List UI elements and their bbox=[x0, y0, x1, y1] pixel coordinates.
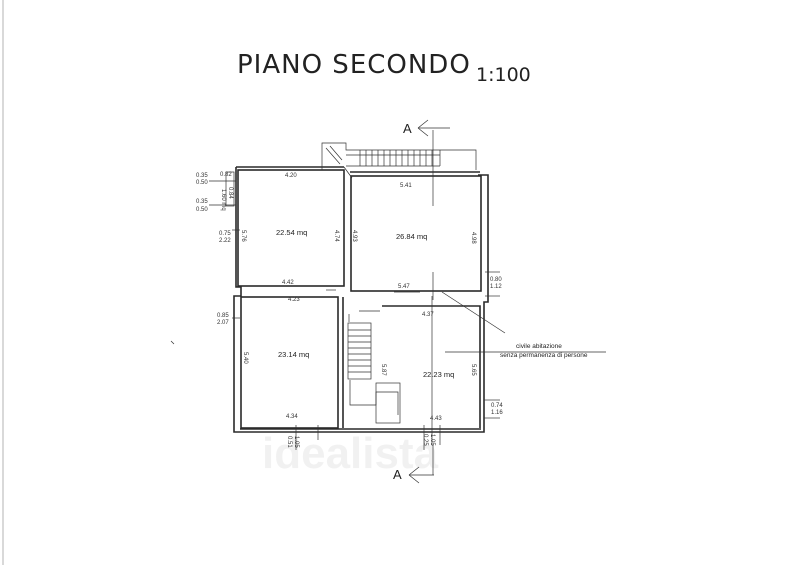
room-3-dim-bottom: 4.34 bbox=[286, 414, 298, 420]
stray-mark bbox=[170, 340, 175, 345]
watermark: idealista bbox=[262, 429, 439, 478]
opening-left-d-top: 0.85 bbox=[217, 313, 229, 319]
room-1-dim-left: 5.76 bbox=[240, 230, 246, 242]
annotation-leader-1 bbox=[441, 291, 506, 334]
room-1-dim-bottom: 4.42 bbox=[282, 280, 294, 286]
opening-left-top-b: 1.60 mq bbox=[220, 189, 226, 211]
room-1-area: 22.54 mq bbox=[276, 228, 307, 237]
paper-edge bbox=[2, 0, 4, 565]
room-3-area: 23.14 mq bbox=[278, 350, 309, 359]
internal-staircase bbox=[347, 310, 401, 424]
section-marker-top: A bbox=[403, 121, 412, 136]
room-4-dim-top: 4.37 bbox=[422, 312, 434, 318]
left-openings bbox=[209, 171, 240, 319]
room-4-area: 22.23 mq bbox=[423, 370, 454, 379]
opening-left-c-bottom: 2.22 bbox=[219, 238, 231, 244]
room-1-dim-top: 4.20 bbox=[285, 173, 297, 179]
opening-right-a-top: 0.80 bbox=[490, 277, 502, 283]
opening-left-top-a: 0.82 bbox=[220, 172, 232, 178]
outer-walls bbox=[233, 166, 489, 433]
opening-left-a-top: 0.35 bbox=[196, 173, 208, 179]
opening-right-b-top: 0.74 bbox=[491, 403, 503, 409]
room-1-dim-right: 4.74 bbox=[333, 230, 339, 242]
annotation-line-2: senza permanenza di persone bbox=[500, 352, 588, 359]
room-3-dim-top: 4.23 bbox=[288, 297, 300, 303]
opening-left-a-bottom: 0.50 bbox=[196, 180, 208, 186]
annotation-line-1: civile abitazione bbox=[516, 343, 562, 350]
room-2-dim-bottom: 5.47 bbox=[398, 284, 410, 290]
bottom-openings bbox=[295, 425, 441, 450]
room-2-dim-left: 4.93 bbox=[351, 230, 357, 242]
room-2-dim-top: 5.41 bbox=[400, 183, 412, 189]
opening-left-d-bottom: 2.07 bbox=[217, 320, 229, 326]
opening-bottom-a-top: 0.51 bbox=[286, 436, 292, 448]
room-3-dim-left: 5.40 bbox=[242, 352, 248, 364]
room-2-area: 26.84 mq bbox=[396, 232, 427, 241]
opening-bottom-a-bottom: 1.05 bbox=[293, 436, 299, 448]
opening-bottom-b-top: 0.25 bbox=[422, 434, 428, 446]
room-4-dim-right: 5.65 bbox=[470, 364, 476, 376]
section-line bbox=[408, 119, 450, 484]
opening-left-c-top: 0.75 bbox=[219, 231, 231, 237]
opening-left-b-bottom: 0.50 bbox=[196, 207, 208, 213]
room-4-dim-bottom: 4.43 bbox=[430, 416, 442, 422]
opening-bottom-b-bottom: 1.05 bbox=[429, 434, 435, 446]
room-4-dim-left: 5.87 bbox=[380, 364, 386, 376]
opening-left-b-top: 0.35 bbox=[196, 199, 208, 205]
top-staircase bbox=[321, 142, 477, 170]
right-openings bbox=[484, 271, 500, 419]
opening-right-b-bottom: 1.16 bbox=[491, 410, 503, 416]
opening-right-a-bottom: 1.12 bbox=[490, 284, 502, 290]
section-marker-bottom: A bbox=[393, 467, 402, 482]
plan-scale: 1:100 bbox=[476, 64, 531, 86]
opening-left-top-c: 0.84 bbox=[227, 187, 233, 199]
plan-title: PIANO SECONDO bbox=[237, 50, 471, 80]
room-2-dim-right: 4.98 bbox=[470, 232, 476, 244]
